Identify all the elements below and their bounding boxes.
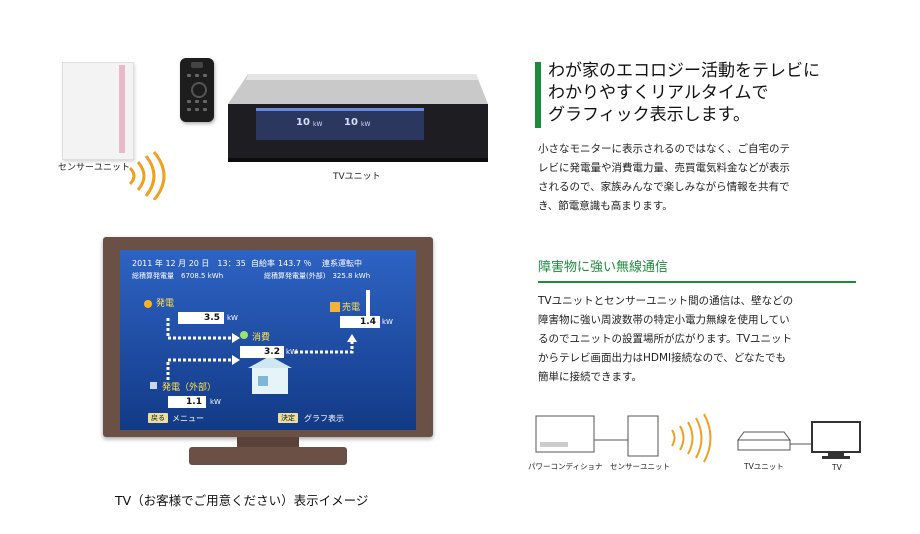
paragraph-line: TVユニットとセンサーユニット間の通信は、壁などの — [538, 295, 794, 307]
tv-screen: 2011 年 12 月 20 日 13：35 自給率 143.7 ％ 連系運転中… — [120, 250, 416, 430]
wireless-paragraph: TVユニットとセンサーユニット間の通信は、壁などの 障害物に強い周波数帯の特定小… — [538, 292, 858, 387]
diagram-tv-label: TV — [832, 463, 842, 472]
device-right-unit: kW — [361, 121, 371, 128]
paragraph-line: 小さなモニターに表示されるのではなく、ご自宅のテ — [538, 143, 790, 155]
connection-diagram — [535, 413, 861, 463]
screen-datetime: 2011 年 12 月 20 日 13：35 — [132, 259, 246, 268]
sale-unit: kW — [382, 318, 393, 326]
wireless-wave-icon — [128, 151, 166, 200]
remote-control-image — [180, 58, 214, 122]
tv-unit-label: TVユニット — [333, 172, 381, 182]
tv-unit-image — [228, 74, 488, 162]
paragraph-line: 障害物に強い周波数帯の特定小電力無線を使用してい — [538, 314, 790, 326]
generation-unit: kW — [227, 314, 238, 322]
device-left-unit: kW — [313, 121, 323, 128]
tv-stand-base — [189, 447, 347, 465]
self-supply-label: 自給率 — [251, 259, 275, 268]
confirm-button[interactable]: 決定 — [278, 413, 298, 423]
heading-accent-bar — [535, 62, 541, 128]
heading-line: わが家のエコロジー活動をテレビに — [548, 61, 820, 81]
main-heading: わが家のエコロジー活動をテレビに わかりやすくリアルタイムで グラフィック表示し… — [548, 60, 820, 126]
cumulative-generation: 総積算発電量 6708.5 kWh — [132, 272, 224, 280]
heading-line: わかりやすくリアルタイムで — [548, 83, 769, 103]
diagram-tv-unit-label: TVユニット — [744, 462, 784, 471]
consumption-unit: kW — [286, 348, 297, 356]
cumulative-external: 総積算発電量(外部) 325.8 kWh — [264, 272, 371, 280]
tv-caption: TV（お客様でご用意ください）表示イメージ — [115, 493, 369, 508]
diagram-power-conditioner-label: パワーコンディショナ — [528, 462, 603, 471]
paragraph-line: からテレビ画面出力はHDMI接続なので、どなたでも — [538, 352, 787, 364]
external-label: 発電（外部） — [162, 383, 217, 393]
intro-paragraph: 小さなモニターに表示されるのではなく、ご自宅のテ レビに発電量や消費電力量、売買… — [538, 140, 858, 216]
paragraph-line: るのでユニットの設置場所が広がります。TVユニット — [538, 333, 793, 345]
grid-status: 連系運転中 — [322, 259, 362, 268]
tv-stand-neck — [237, 437, 299, 447]
paragraph-line: されるので、家族みんなで楽しみながら情報を共有で — [538, 181, 790, 193]
paragraph-line: 簡単に接続できます。 — [538, 371, 642, 383]
sale-label: 売電 — [342, 303, 361, 313]
heading-line: グラフィック表示します。 — [548, 105, 750, 125]
external-value: 1.1 — [168, 396, 206, 408]
sale-value: 1.4 — [340, 316, 380, 328]
diagram-sensor-unit-label: センサーユニット — [610, 462, 670, 471]
paragraph-line: き、節電意識も高まります。 — [538, 200, 673, 212]
consumption-value: 3.2 — [240, 346, 284, 358]
external-unit: kW — [210, 398, 221, 406]
self-supply-value: 143.7 ％ — [278, 259, 312, 268]
sensor-unit-label: センサーユニット — [58, 163, 131, 173]
back-button[interactable]: 戻る — [148, 413, 168, 423]
consumption-label: 消費 — [252, 333, 271, 343]
menu-label: メニュー — [172, 414, 204, 423]
paragraph-line: レビに発電量や消費電力量、売買電気料金などが表示 — [538, 162, 790, 174]
sensor-unit-image — [62, 62, 134, 160]
graph-label: グラフ表示 — [304, 414, 344, 423]
device-left-value: 10 — [296, 117, 310, 128]
generation-value: 3.5 — [178, 312, 224, 324]
generation-label: 発電 — [156, 299, 175, 309]
subheading: 障害物に強い無線通信 — [538, 260, 669, 275]
device-right-value: 10 — [344, 117, 358, 128]
subheading-rule — [538, 281, 856, 283]
